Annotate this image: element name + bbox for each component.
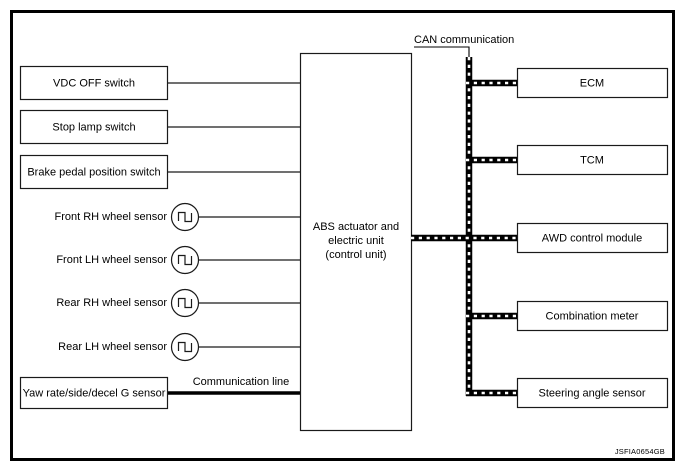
node-yaw-rate-side-decel-g-sensor[interactable]: Yaw rate/side/decel G sensor — [19, 376, 169, 410]
pulse-wave-icon — [177, 341, 193, 353]
can-module-nodes: ECM TCM AWD control module Combination m… — [516, 67, 669, 409]
node-stop-lamp-switch-label: Stop lamp switch — [52, 121, 135, 133]
can-communication-annotation: CAN communication — [414, 34, 514, 57]
left-input-nodes: VDC OFF switch Stop lamp switch Brake pe… — [19, 65, 169, 410]
node-ecm-label: ECM — [580, 77, 604, 89]
node-front-lh-wheel-sensor[interactable]: Front LH wheel sensor — [56, 245, 200, 275]
node-steering-angle-sensor-label: Steering angle sensor — [538, 387, 645, 399]
node-vdc-off-switch-box[interactable] — [19, 65, 169, 101]
pulse-wave-icon — [177, 297, 193, 309]
node-tcm-box[interactable] — [516, 144, 669, 176]
pulse-wave-icon — [177, 211, 193, 223]
can-bus-network — [411, 57, 517, 397]
diagram-frame — [10, 10, 675, 461]
node-brake-pedal-position-switch-box[interactable] — [19, 154, 169, 190]
node-awd-control-module-label: AWD control module — [542, 232, 642, 244]
node-rear-rh-wheel-sensor[interactable]: Rear RH wheel sensor — [56, 288, 200, 318]
node-stop-lamp-switch-box[interactable] — [19, 109, 169, 145]
node-tcm-label: TCM — [580, 154, 604, 166]
node-brake-pedal-position-switch[interactable]: Brake pedal position switch — [19, 154, 169, 190]
node-yaw-rate-side-decel-g-sensor-label: Yaw rate/side/decel G sensor — [23, 387, 166, 399]
node-front-lh-wheel-sensor-label: Front LH wheel sensor — [56, 254, 167, 266]
node-combination-meter-label: Combination meter — [546, 310, 639, 322]
node-vdc-off-switch[interactable]: VDC OFF switch — [19, 65, 169, 101]
node-rear-lh-wheel-sensor-label: Rear LH wheel sensor — [58, 341, 167, 353]
wheel-sensors: Front RH wheel sensor Front LH wheel sen… — [55, 202, 200, 362]
node-rear-rh-wheel-sensor-label: Rear RH wheel sensor — [56, 297, 167, 309]
node-yaw-rate-side-decel-g-sensor-box[interactable] — [19, 376, 169, 410]
abs-actuator-label-line1: ABS actuator and — [313, 221, 399, 233]
abs-actuator-label-line2: electric unit — [328, 235, 384, 247]
node-combination-meter[interactable]: Combination meter — [516, 300, 669, 332]
can-communication-label: CAN communication — [414, 34, 514, 46]
node-tcm[interactable]: TCM — [516, 144, 669, 176]
node-ecm-box[interactable] — [516, 67, 669, 99]
node-steering-angle-sensor-box[interactable] — [516, 377, 669, 409]
node-rear-lh-wheel-sensor[interactable]: Rear LH wheel sensor — [58, 332, 200, 362]
node-vdc-off-switch-label: VDC OFF switch — [53, 77, 135, 89]
figure-id: JSFIA0654GB — [615, 447, 665, 456]
node-awd-control-module[interactable]: AWD control module — [516, 222, 669, 254]
abs-actuator-label-line3: (control unit) — [325, 249, 386, 261]
node-abs-actuator-and-electric-unit[interactable]: ABS actuator and electric unit (control … — [299, 52, 413, 432]
node-abs-actuator-box[interactable] — [299, 52, 413, 432]
node-front-rh-wheel-sensor[interactable]: Front RH wheel sensor — [55, 202, 200, 232]
node-stop-lamp-switch[interactable]: Stop lamp switch — [19, 109, 169, 145]
can-communication-leader — [414, 46, 470, 57]
node-combination-meter-box[interactable] — [516, 300, 669, 332]
node-awd-control-module-box[interactable] — [516, 222, 669, 254]
communication-line-label: Communication line — [193, 376, 290, 388]
left-input-wires — [168, 82, 302, 395]
pulse-wave-icon — [177, 254, 193, 266]
node-steering-angle-sensor[interactable]: Steering angle sensor — [516, 377, 669, 409]
node-front-rh-wheel-sensor-label: Front RH wheel sensor — [55, 211, 168, 223]
node-brake-pedal-position-switch-label: Brake pedal position switch — [27, 166, 160, 178]
node-ecm[interactable]: ECM — [516, 67, 669, 99]
